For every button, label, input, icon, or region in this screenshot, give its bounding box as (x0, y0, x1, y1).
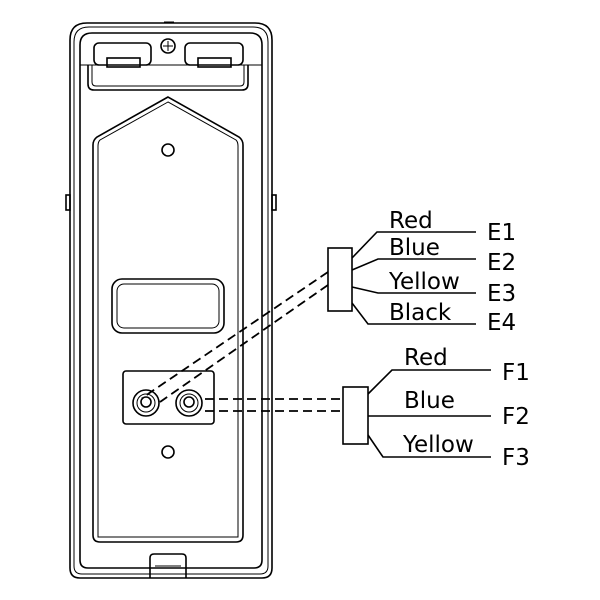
cable-e-dashed (141, 271, 329, 403)
terminal-e2: E2 (487, 250, 516, 276)
wire-label-f3: Yellow (402, 432, 474, 458)
cable-f-dashed (205, 398, 343, 412)
wire-label-e3: Yellow (388, 269, 460, 295)
terminal-f3: F3 (502, 445, 530, 471)
clip-tab-right (184, 42, 244, 66)
window-cutout (111, 278, 225, 334)
connector-e: Red Blue Yellow Black E1 E2 E3 E4 (327, 208, 516, 336)
terminal-e3: E3 (487, 281, 516, 307)
connector-f: Red Blue Yellow F1 F2 F3 (342, 345, 530, 471)
device-back-panel (65, 21, 277, 579)
wire-label-f1: Red (404, 345, 448, 371)
terminal-f2: F2 (502, 404, 530, 430)
terminal-f1: F1 (502, 360, 530, 386)
wire-label-e1: Red (389, 208, 433, 234)
jack-left (132, 389, 160, 417)
wire-label-f2: Blue (404, 388, 455, 414)
mounting-hole-bottom (161, 445, 175, 459)
jack-right (175, 389, 203, 417)
mounting-hole-top (161, 143, 175, 157)
terminal-e4: E4 (487, 310, 516, 336)
terminal-e1: E1 (487, 220, 516, 246)
clip-tab-left (93, 42, 152, 66)
screw-icon (160, 38, 176, 54)
wire-label-e4: Black (389, 300, 452, 326)
wire-label-e2: Blue (389, 235, 440, 261)
jack-panel (122, 370, 215, 425)
